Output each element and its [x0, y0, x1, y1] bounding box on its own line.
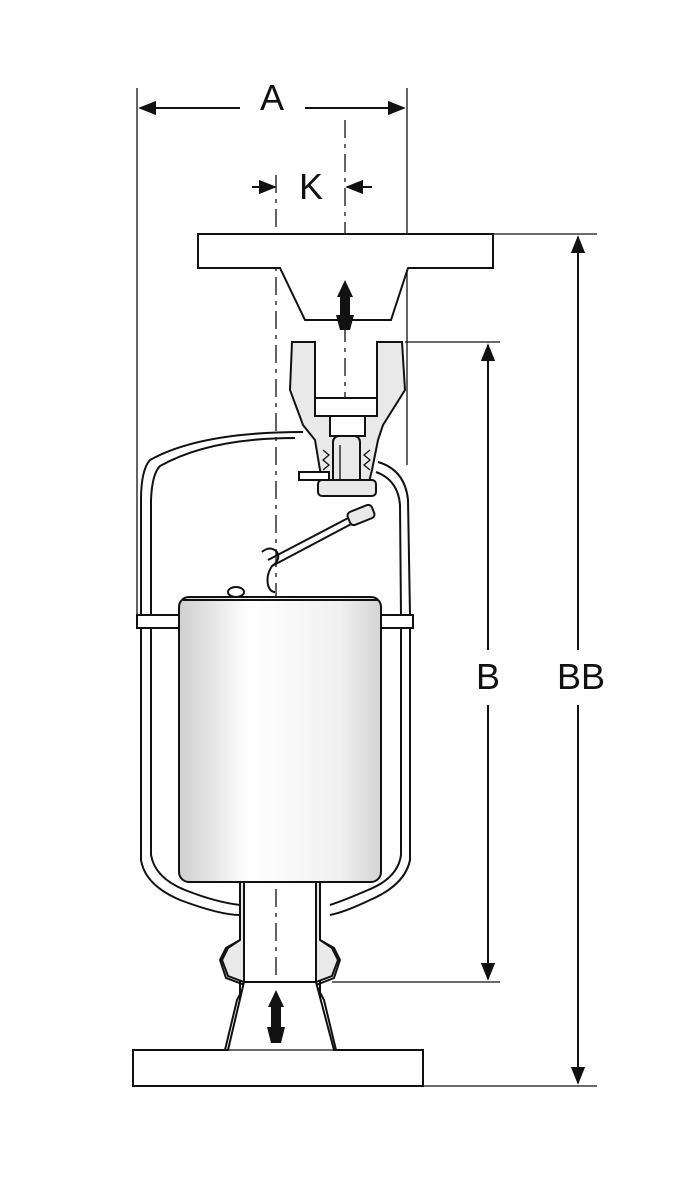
valve-seat-assembly: [288, 341, 407, 497]
dimension-b-label: B: [476, 656, 500, 697]
lever-linkage: [227, 503, 376, 598]
dimension-k-label: K: [299, 166, 323, 207]
dimension-a-label: A: [260, 77, 284, 118]
dimension-b: B: [332, 341, 500, 983]
dimension-bb: BB: [423, 233, 605, 1087]
dimension-a: A: [136, 77, 408, 625]
float-bucket: [178, 596, 382, 883]
dimension-k: K: [252, 166, 372, 207]
inlet-flow-arrow: [267, 990, 285, 1043]
dimension-bb-label: BB: [557, 656, 605, 697]
outlet-flange: [197, 233, 494, 321]
outlet-flow-arrow: [336, 280, 354, 330]
